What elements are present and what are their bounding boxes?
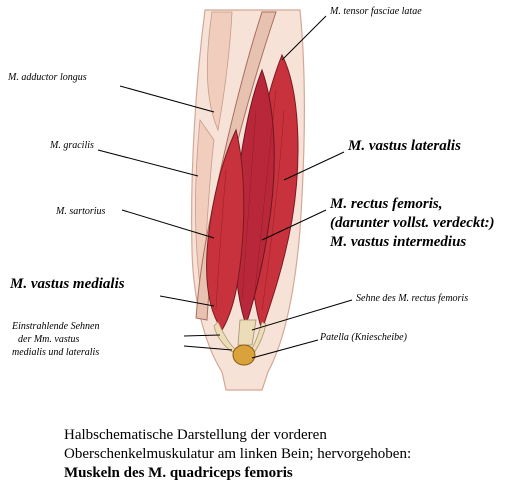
- label-patella: Patella (Kniescheibe): [320, 332, 407, 343]
- medial-tendon-shape: [213, 321, 237, 353]
- caption-line2: Oberschenkelmuskulatur am linken Bein; h…: [64, 446, 412, 462]
- label-rectus-line1: M. rectus femoris,: [330, 196, 443, 212]
- label-vastus-lateralis: M. vastus lateralis: [348, 138, 461, 154]
- adductor-longus-shape: [206, 11, 233, 132]
- caption-line1: Halbschematische Darstellung der vordere…: [64, 427, 327, 443]
- leader-einstrahlende-1: [183, 334, 221, 337]
- label-vastus-medialis: M. vastus medialis: [10, 276, 125, 292]
- rectus-tendon-shape: [237, 319, 257, 346]
- label-sartorius: M. sartorius: [56, 206, 106, 217]
- sartorius-shape: [195, 11, 277, 321]
- leader-vastus-medialis: [159, 295, 215, 307]
- label-sehne: Sehne des M. rectus femoris: [356, 293, 469, 304]
- leader-adductor: [119, 85, 215, 113]
- leader-rectus: [261, 209, 327, 241]
- leader-einstrahlende-2: [183, 345, 233, 351]
- label-einstrahlende-2: der Mm. vastus: [18, 334, 80, 345]
- patella-shape: [232, 344, 256, 366]
- label-rectus-line3: M. vastus intermedius: [330, 234, 467, 250]
- leader-vastus-lateralis: [283, 151, 345, 181]
- label-rectus-line2: (darunter vollst. verdeckt:): [330, 215, 495, 231]
- leader-tensor: [281, 15, 327, 61]
- label-adductor: M. adductor longus: [8, 72, 87, 83]
- leader-sehne: [251, 299, 353, 331]
- label-einstrahlende-1: Einstrahlende Sehnen: [12, 321, 100, 332]
- caption-line3: Muskeln des M. quadriceps femoris: [64, 465, 293, 481]
- label-einstrahlende-3: medialis und lateralis: [12, 347, 100, 358]
- leader-sartorius: [121, 209, 215, 239]
- leader-gracilis: [97, 149, 199, 177]
- label-gracilis: M. gracilis: [50, 140, 94, 151]
- leader-patella: [251, 339, 319, 359]
- label-tensor: M. tensor fasciae latae: [330, 6, 422, 17]
